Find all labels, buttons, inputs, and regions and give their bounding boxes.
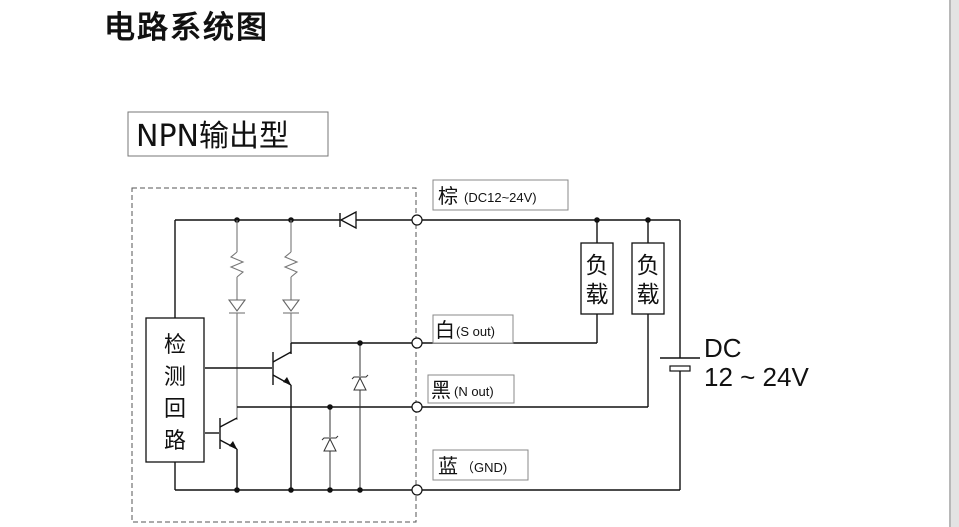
detection-circuit-block: 检 测 回 路: [145, 317, 205, 463]
svg-text:(DC12~24V): (DC12~24V): [464, 190, 537, 205]
zener-diode-upper-icon: [351, 343, 369, 490]
output-transistor-upper: [205, 342, 412, 490]
load-2: 负 载: [631, 220, 665, 407]
svg-text:负: 负: [586, 253, 609, 279]
svg-text:(S out): (S out): [456, 324, 495, 339]
label-white: 白 (S out): [432, 314, 514, 344]
output-transistor-lower: [205, 406, 412, 490]
dc-range-label: 12 ~ 24V: [704, 362, 809, 392]
reverse-diode-icon: [339, 210, 357, 230]
dc-power-supply: DC 12 ~ 24V: [660, 220, 809, 490]
svg-text:测: 测: [164, 365, 186, 390]
svg-text:（GND): （GND): [461, 460, 507, 475]
zener-diode-lower-icon: [321, 407, 339, 490]
right-indicator-branch: [281, 220, 301, 354]
sensor-boundary: [131, 187, 417, 523]
scrollbar[interactable]: [951, 0, 959, 527]
svg-text:检: 检: [164, 333, 186, 358]
svg-text:负: 负: [637, 253, 660, 279]
terminal-brown: [411, 214, 423, 226]
output-type-text: NPN输出型: [136, 119, 289, 154]
dc-label: DC: [704, 333, 742, 363]
page-title: 电路系统图: [104, 10, 269, 46]
left-indicator-branch: [227, 220, 247, 420]
svg-text:路: 路: [164, 429, 186, 454]
top-rail: [174, 219, 680, 318]
page-divider: [949, 0, 951, 527]
svg-text:蓝: 蓝: [438, 454, 458, 478]
terminal-white: [411, 337, 423, 349]
svg-text:载: 载: [637, 282, 660, 308]
svg-text:棕: 棕: [438, 184, 458, 208]
label-black: 黑 (N out): [427, 374, 515, 404]
svg-text:载: 载: [586, 282, 609, 308]
terminal-black: [411, 401, 423, 413]
svg-text:回: 回: [164, 397, 186, 422]
svg-text:黑: 黑: [431, 378, 451, 402]
output-type-label: NPN输出型: [127, 111, 329, 157]
svg-text:白: 白: [435, 318, 455, 342]
terminal-blue: [411, 484, 423, 496]
label-brown: 棕 (DC12~24V): [432, 179, 569, 211]
label-blue: 蓝 （GND): [432, 449, 529, 481]
load-1: 负 载: [580, 220, 614, 343]
svg-text:(N out): (N out): [454, 384, 494, 399]
